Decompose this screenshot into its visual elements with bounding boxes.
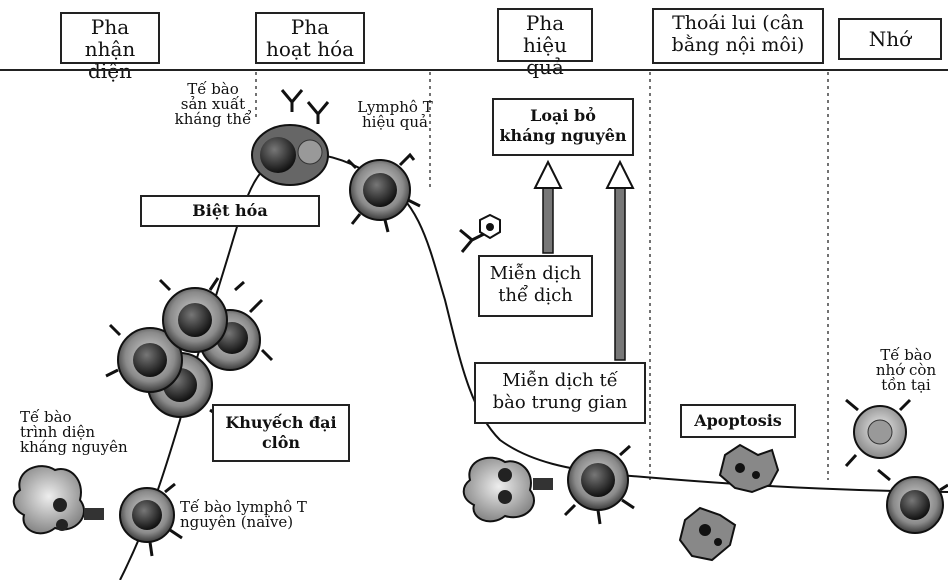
naive-t-cell-label: Tế bào lymphô T nguyên (naïve) xyxy=(180,500,340,530)
differentiation-box: Biệt hóa xyxy=(140,195,320,227)
arrow-cellular xyxy=(607,162,633,360)
clonal-expansion-box: Khuyếch đại clôn xyxy=(212,404,350,462)
antigen-elimination-box: Loại bỏ kháng nguyên xyxy=(492,98,634,156)
naive-t-cell xyxy=(120,484,182,556)
cell-mediated-immunity-box: Miễn dịch tế bào trung gian xyxy=(474,362,646,424)
clonal-expansion-cells xyxy=(106,278,272,418)
antigen-presenting-cell xyxy=(14,466,104,533)
apoptosis-box: Apoptosis xyxy=(680,404,796,438)
effector-t-cell-bottom xyxy=(565,446,634,524)
plasma-cell xyxy=(252,125,328,185)
antigen-icon xyxy=(480,215,500,238)
apc-cell-effector-phase xyxy=(464,458,553,522)
humoral-immunity-box: Miễn dịch thể dịch xyxy=(478,255,593,317)
memory-cells xyxy=(846,400,948,533)
apc-label: Tế bào trình diện kháng nguyên xyxy=(20,410,160,455)
memory-cell-label: Tế bào nhớ còn tồn tại xyxy=(864,348,948,393)
apoptotic-cells xyxy=(680,445,778,560)
effector-t-cell-label: Lymphô T hiệu quả xyxy=(340,100,450,130)
arrow-humoral xyxy=(535,162,561,253)
antibody-producing-cell-label: Tế bào sản xuất kháng thể xyxy=(158,82,268,127)
